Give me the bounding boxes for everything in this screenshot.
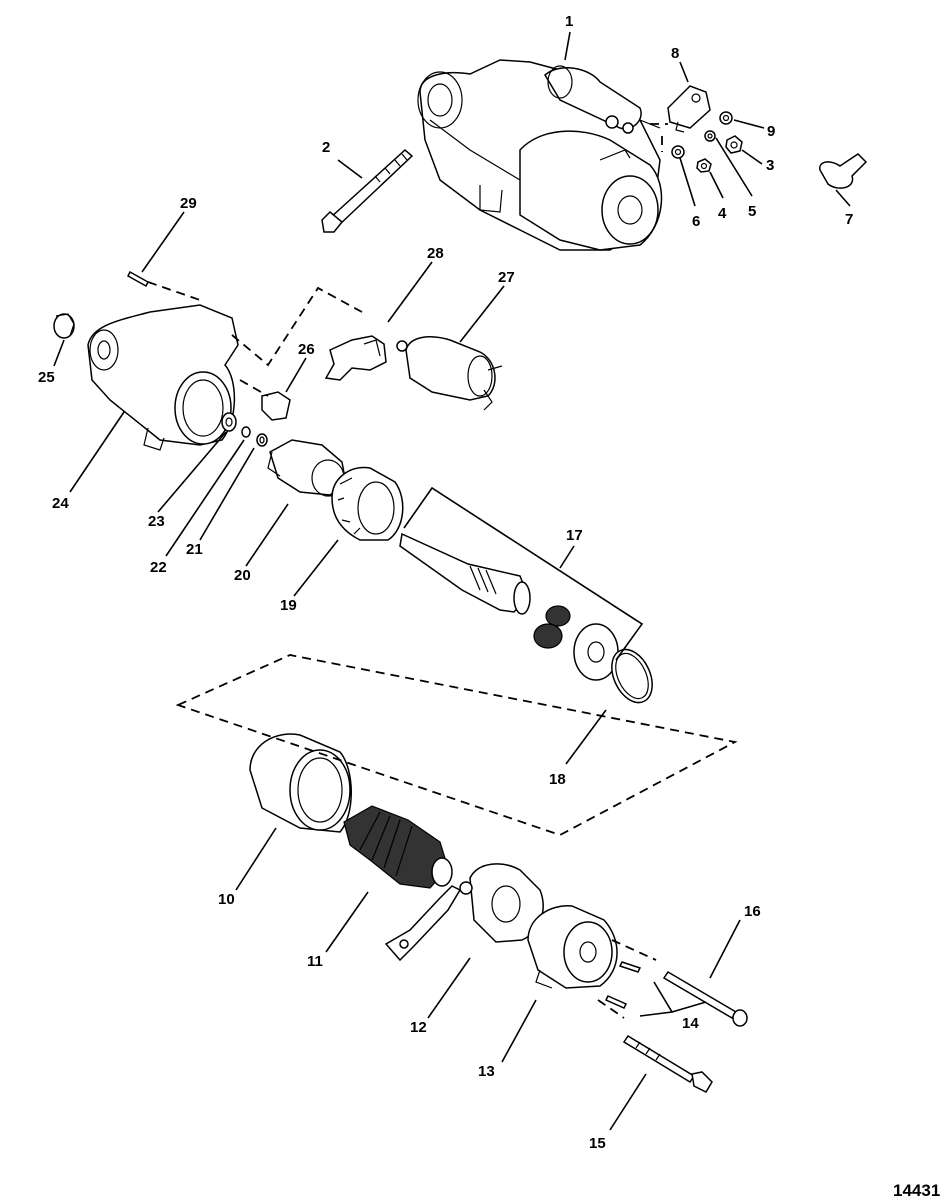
callout-6: 6 bbox=[692, 213, 700, 230]
thru-bolt-part-16 bbox=[662, 970, 748, 1027]
callout-9: 9 bbox=[767, 123, 775, 140]
group-bracket-17 bbox=[403, 486, 644, 661]
callout-27: 27 bbox=[498, 269, 515, 286]
shift-lever-part-26 bbox=[261, 391, 291, 421]
callout-labels: 1 2 3 4 5 6 7 8 9 10 11 12 13 14 15 16 1… bbox=[38, 13, 853, 1152]
screws-part-14 bbox=[604, 961, 642, 1009]
pinion-part-20 bbox=[267, 439, 347, 497]
leader-lines bbox=[53, 31, 851, 1131]
o-ring-part-18 bbox=[611, 648, 653, 704]
figure-code: 14431 bbox=[893, 1181, 940, 1200]
callout-16: 16 bbox=[744, 903, 761, 920]
callout-5: 5 bbox=[748, 203, 756, 220]
callout-8: 8 bbox=[671, 45, 679, 62]
brush-holder-part-12 bbox=[384, 863, 544, 962]
callout-7: 7 bbox=[845, 211, 853, 228]
callout-17: 17 bbox=[566, 527, 583, 544]
field-frame-part-10 bbox=[249, 733, 352, 833]
end-frame-part-13 bbox=[527, 905, 618, 989]
callout-10: 10 bbox=[218, 891, 235, 908]
bushing-part-25 bbox=[53, 313, 75, 339]
callout-13: 13 bbox=[478, 1063, 495, 1080]
drive-housing-part-24 bbox=[87, 304, 239, 451]
callout-29: 29 bbox=[180, 195, 197, 212]
callout-11: 11 bbox=[307, 953, 323, 970]
callout-18: 18 bbox=[549, 771, 566, 788]
callout-14: 14 bbox=[682, 1015, 699, 1032]
callout-24: 24 bbox=[52, 495, 69, 512]
hardware-parts-3-9 bbox=[671, 111, 743, 173]
callout-1: 1 bbox=[565, 13, 573, 30]
thru-bolt-part-15 bbox=[622, 1034, 713, 1093]
ring-gear-part-19 bbox=[331, 466, 404, 541]
callout-22: 22 bbox=[150, 559, 167, 576]
output-shaft-part-17 bbox=[399, 532, 619, 681]
callout-4: 4 bbox=[718, 205, 727, 222]
shift-fork-part-28 bbox=[324, 335, 387, 381]
callout-21: 21 bbox=[186, 541, 203, 558]
screw-part-29 bbox=[127, 270, 149, 288]
callout-15: 15 bbox=[589, 1135, 606, 1152]
assembly-dashed-lines bbox=[147, 123, 738, 1019]
bolt-part-2 bbox=[321, 149, 414, 233]
bracket-part-8 bbox=[667, 85, 711, 133]
boot-part-7 bbox=[819, 153, 868, 189]
callout-12: 12 bbox=[410, 1019, 427, 1036]
callout-23: 23 bbox=[148, 513, 165, 530]
solenoid-part-27 bbox=[396, 336, 503, 411]
callout-2: 2 bbox=[322, 139, 330, 156]
callout-26: 26 bbox=[298, 341, 315, 358]
washers-parts-21-23 bbox=[221, 412, 268, 447]
callout-28: 28 bbox=[427, 245, 444, 262]
starter-assembly-drawing bbox=[417, 59, 663, 251]
armature-part-11 bbox=[343, 805, 453, 889]
callout-20: 20 bbox=[234, 567, 251, 584]
callout-19: 19 bbox=[280, 597, 297, 614]
callout-25: 25 bbox=[38, 369, 55, 386]
callout-3: 3 bbox=[766, 157, 774, 174]
